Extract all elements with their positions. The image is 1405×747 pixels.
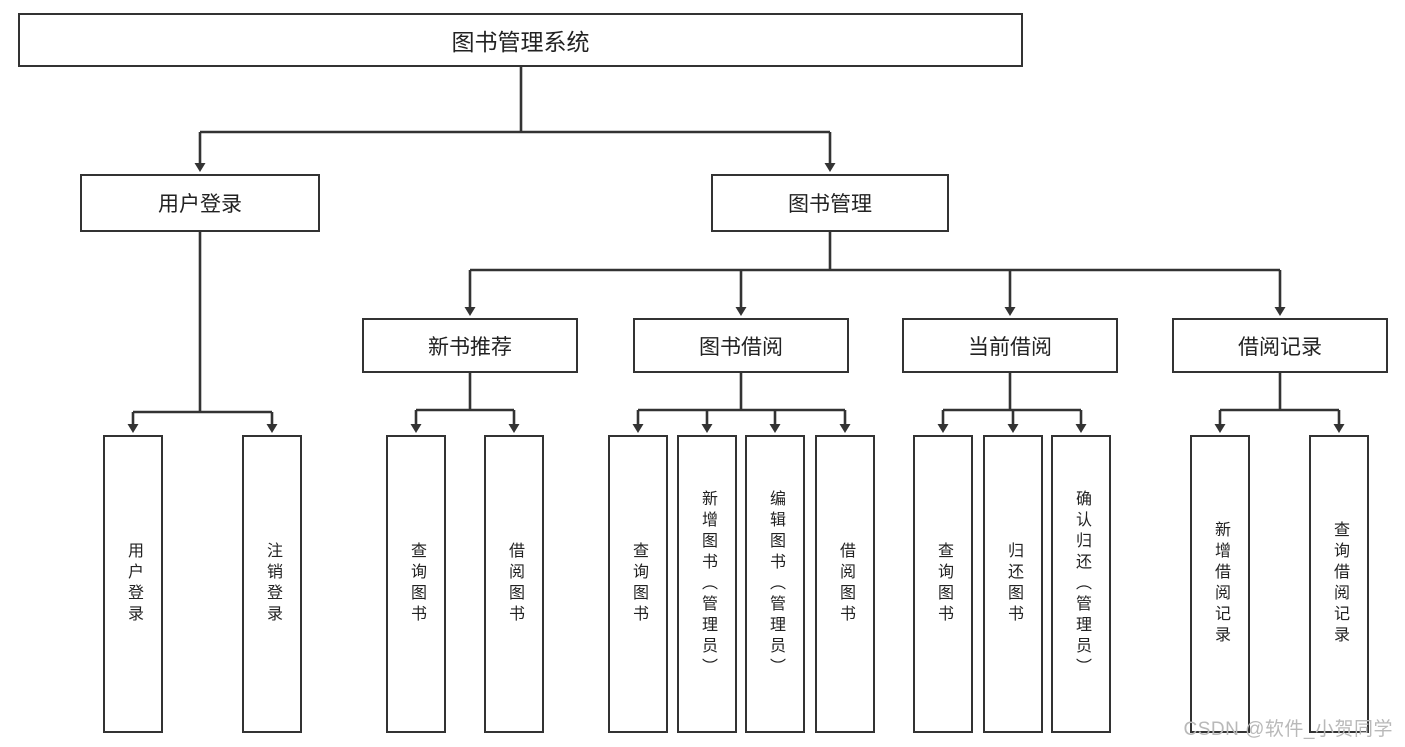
node-label-leaf-borrow-book-1: 借阅图书 — [506, 542, 523, 626]
node-label-leaf-query-book-1: 查询图书 — [408, 542, 425, 626]
node-label-leaf-add-book: 新增图书（管理员） — [699, 489, 716, 679]
node-label-book-manage: 图书管理 — [788, 193, 872, 216]
node-label-leaf-logout: 注销登录 — [264, 542, 281, 626]
node-leaf-query-book-3[interactable]: 查询图书 — [913, 435, 973, 733]
node-leaf-edit-book[interactable]: 编辑图书（管理员） — [745, 435, 805, 733]
node-leaf-add-borrow-record[interactable]: 新增借阅记录 — [1190, 435, 1250, 733]
node-leaf-query-book-2[interactable]: 查询图书 — [608, 435, 668, 733]
node-leaf-add-book[interactable]: 新增图书（管理员） — [677, 435, 737, 733]
node-root[interactable]: 图书管理系统 — [18, 13, 1023, 67]
node-label-leaf-user-login: 用户登录 — [125, 542, 142, 626]
node-label-leaf-confirm-return: 确认归还（管理员） — [1073, 489, 1090, 679]
node-current-borrow[interactable]: 当前借阅 — [902, 318, 1118, 373]
node-label-leaf-query-borrow-record: 查询借阅记录 — [1331, 521, 1348, 647]
node-label-leaf-add-borrow-record: 新增借阅记录 — [1212, 521, 1229, 647]
node-leaf-return-book[interactable]: 归还图书 — [983, 435, 1043, 733]
node-book-manage[interactable]: 图书管理 — [711, 174, 949, 232]
node-leaf-borrow-book-2[interactable]: 借阅图书 — [815, 435, 875, 733]
node-label-book-borrow: 图书借阅 — [699, 335, 783, 359]
node-label-borrow-record: 借阅记录 — [1238, 335, 1322, 359]
node-label-new-book-recommend: 新书推荐 — [428, 335, 512, 359]
node-leaf-user-login[interactable]: 用户登录 — [103, 435, 163, 733]
node-label-leaf-edit-book: 编辑图书（管理员） — [767, 489, 784, 679]
node-leaf-query-book-1[interactable]: 查询图书 — [386, 435, 446, 733]
node-leaf-logout[interactable]: 注销登录 — [242, 435, 302, 733]
node-leaf-confirm-return[interactable]: 确认归还（管理员） — [1051, 435, 1111, 733]
node-leaf-borrow-book-1[interactable]: 借阅图书 — [484, 435, 544, 733]
node-book-borrow[interactable]: 图书借阅 — [633, 318, 849, 373]
node-label-leaf-query-book-3: 查询图书 — [935, 542, 952, 626]
node-label-user-login: 用户登录 — [158, 193, 242, 216]
node-label-leaf-query-book-2: 查询图书 — [630, 542, 647, 626]
node-new-book-recommend[interactable]: 新书推荐 — [362, 318, 578, 373]
node-label-current-borrow: 当前借阅 — [968, 335, 1052, 359]
node-label-root: 图书管理系统 — [451, 29, 590, 55]
node-label-leaf-return-book: 归还图书 — [1005, 542, 1022, 626]
node-borrow-record[interactable]: 借阅记录 — [1172, 318, 1388, 373]
node-leaf-query-borrow-record[interactable]: 查询借阅记录 — [1309, 435, 1369, 733]
node-user-login[interactable]: 用户登录 — [80, 174, 320, 232]
node-label-leaf-borrow-book-2: 借阅图书 — [837, 542, 854, 626]
